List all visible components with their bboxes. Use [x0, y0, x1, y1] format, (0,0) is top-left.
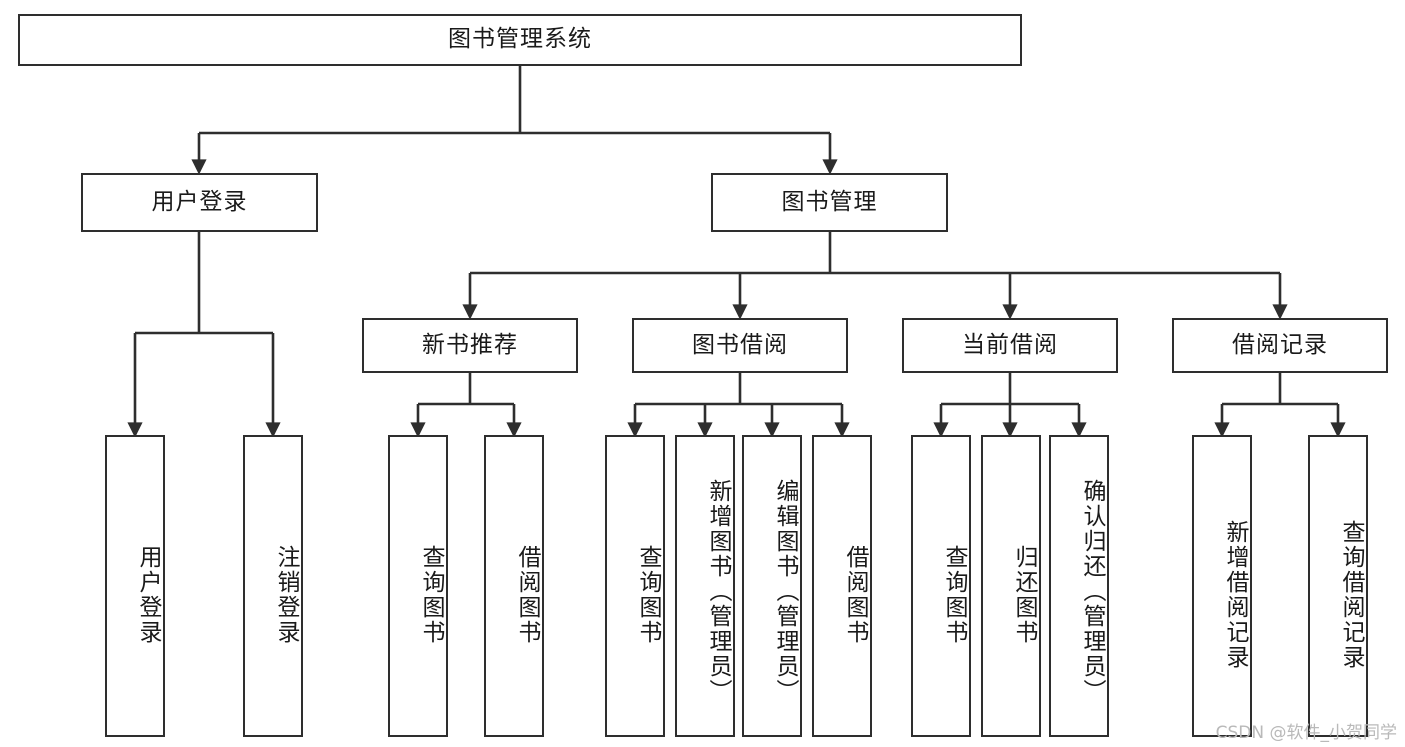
leaf-borrow-query-book[interactable]: 查询图书	[605, 435, 665, 737]
node-root-system[interactable]: 图书管理系统	[18, 14, 1022, 66]
leaf-borrow-borrow-book[interactable]: 借阅图书	[812, 435, 872, 737]
watermark-text: CSDN @软件_小贺同学	[1215, 723, 1397, 743]
leaf-recommend-borrow-book[interactable]: 借阅图书	[484, 435, 544, 737]
leaf-borrow-edit-book-admin[interactable]: 编辑图书（管理员）	[742, 435, 802, 737]
leaf-current-return-book[interactable]: 归还图书	[981, 435, 1041, 737]
leaf-current-query-book[interactable]: 查询图书	[911, 435, 971, 737]
node-book-borrow[interactable]: 图书借阅	[632, 318, 848, 373]
leaf-record-add-record[interactable]: 新增借阅记录	[1192, 435, 1252, 737]
node-user-login[interactable]: 用户登录	[81, 173, 318, 232]
leaf-current-confirm-return-admin[interactable]: 确认归还（管理员）	[1049, 435, 1109, 737]
leaf-user-login-logout[interactable]: 注销登录	[243, 435, 303, 737]
node-new-book-recommend[interactable]: 新书推荐	[362, 318, 578, 373]
leaf-recommend-query-book[interactable]: 查询图书	[388, 435, 448, 737]
node-current-borrow[interactable]: 当前借阅	[902, 318, 1118, 373]
leaf-user-login-login[interactable]: 用户登录	[105, 435, 165, 737]
node-borrow-record[interactable]: 借阅记录	[1172, 318, 1388, 373]
leaf-borrow-add-book-admin[interactable]: 新增图书（管理员）	[675, 435, 735, 737]
node-book-management[interactable]: 图书管理	[711, 173, 948, 232]
leaf-record-query-record[interactable]: 查询借阅记录	[1308, 435, 1368, 737]
